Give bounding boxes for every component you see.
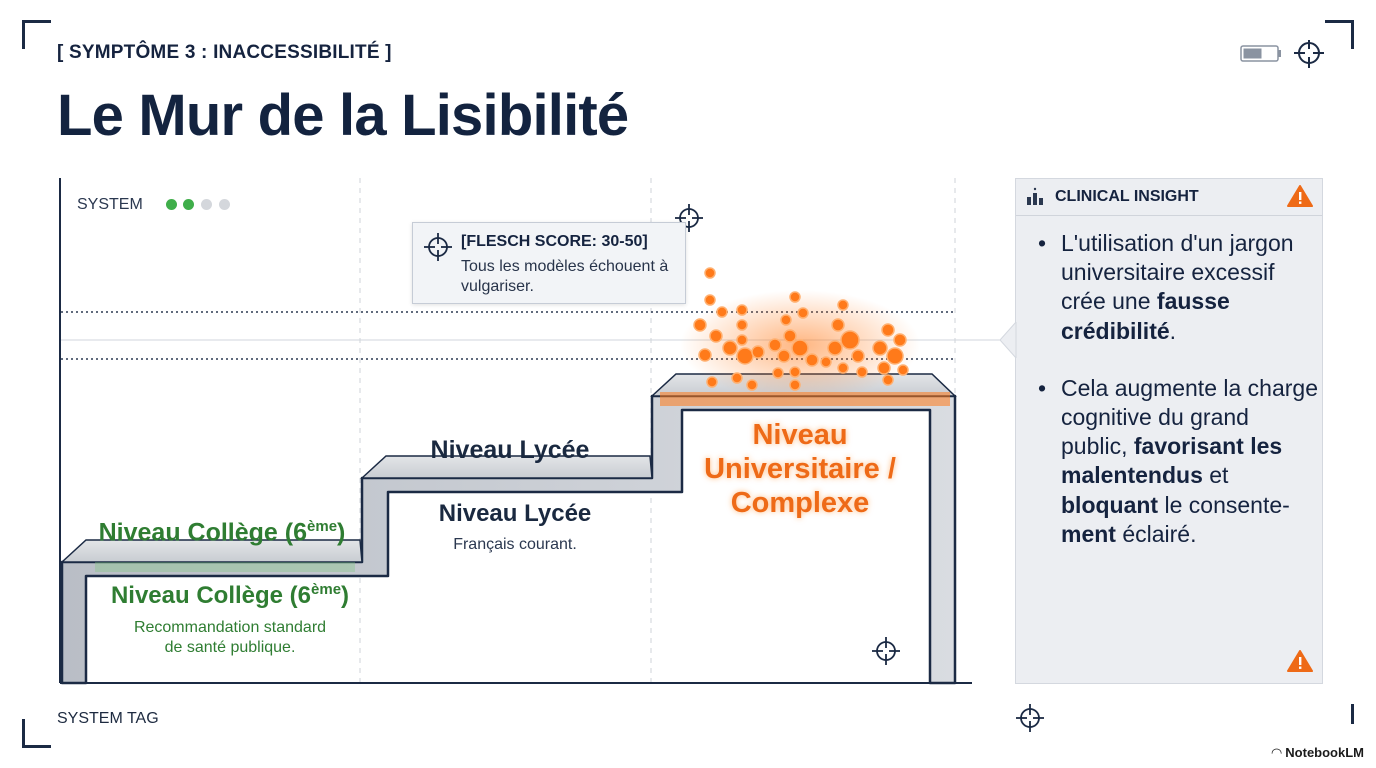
college-description: Recommandation standard de santé publiqu…	[133, 619, 327, 656]
list-item: •Cela augmente la charge cognitive du gr…	[1038, 374, 1318, 547]
notebooklm-brand: ◠ NotebookLM	[1267, 744, 1368, 762]
crosshair-icon	[872, 637, 900, 665]
system-label: SYSTEM	[77, 196, 143, 213]
college-top-label: Niveau Collège (6ème)	[98, 518, 346, 547]
crosshair-icon	[1016, 704, 1044, 732]
list-item: •L'utilisation d'un jargon universitaire…	[1038, 230, 1294, 344]
panel-header: CLINICAL INSIGHT	[1016, 179, 1322, 216]
crosshair-icon	[675, 204, 703, 232]
clinical-insight-panel: CLINICAL INSIGHT •L'utilisation d'un jar…	[1015, 178, 1323, 684]
status-dot	[166, 199, 177, 210]
brand-logo-icon: ◠	[1271, 745, 1286, 760]
panel-pointer	[999, 322, 1017, 358]
lycee-top-label: Niveau Lycée	[430, 436, 590, 464]
warning-icon	[1287, 650, 1313, 672]
callout-text: Tous les modèles échouent à vulgariser.	[461, 258, 669, 295]
orange-particle-cluster	[680, 267, 920, 400]
crosshair-icon	[424, 233, 452, 261]
status-dot	[201, 199, 212, 210]
insight-list: •L'utilisation d'un jargon universitaire…	[1038, 229, 1318, 577]
bar-chart-icon	[1027, 187, 1043, 205]
lycee-front-label: Niveau Lycée	[438, 500, 592, 527]
system-tag: SYSTEM TAG	[57, 710, 159, 727]
top-right-status	[1240, 40, 1324, 68]
college-front-label: Niveau Collège (6ème)	[110, 581, 350, 609]
lycee-description: Français courant.	[453, 536, 577, 553]
page-title: Le Mur de la Lisibilité	[57, 83, 629, 148]
panel-title: CLINICAL INSIGHT	[1055, 188, 1199, 205]
universitaire-label: Niveau Universitaire / Complexe	[704, 419, 896, 519]
section-tag: [ SYMPTÔME 3 : INACCESSIBILITÉ ]	[57, 42, 392, 63]
battery-icon	[1240, 45, 1281, 62]
frame-corner-bottom-right	[1348, 704, 1354, 724]
callout-title: [FLESCH SCORE: 30-50]	[461, 233, 648, 250]
flesch-score-callout: [FLESCH SCORE: 30-50] Tous les modèles é…	[412, 222, 686, 304]
status-dot	[219, 199, 230, 210]
frame-corner-top-right	[1325, 20, 1354, 49]
frame-corner-bottom-left	[22, 719, 51, 748]
frame-corner-top-left	[22, 20, 51, 49]
status-dot	[183, 199, 194, 210]
warning-icon	[1287, 185, 1313, 207]
crosshair-icon	[1294, 40, 1324, 68]
